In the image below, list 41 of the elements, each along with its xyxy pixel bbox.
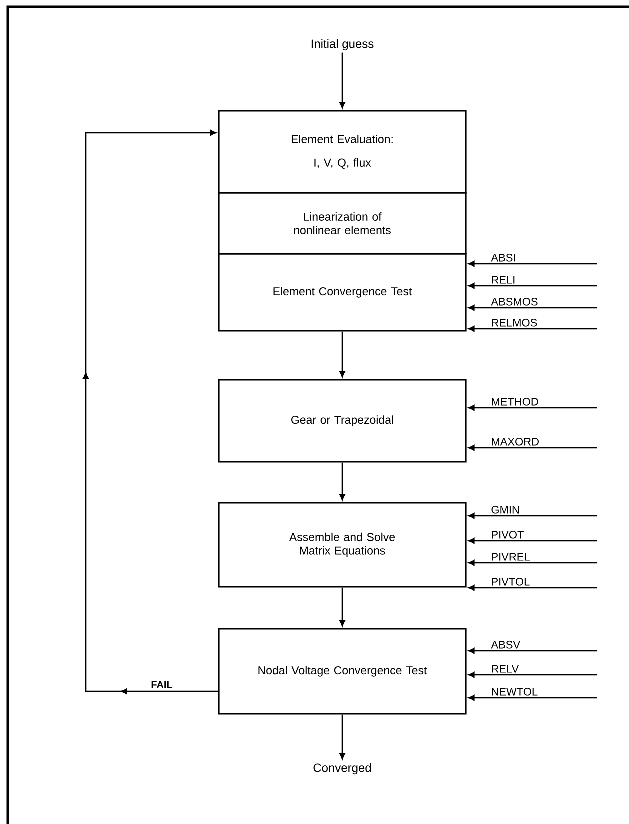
arrow — [340, 52, 346, 109]
edge-label: METHOD — [492, 398, 538, 406]
arrow — [468, 695, 597, 701]
edge-label: RELMOS — [492, 319, 538, 327]
edge-label: GMIN — [492, 506, 520, 514]
edge-label: PIVOT — [492, 531, 524, 539]
process-box: Linearization of nonlinear elements — [218, 192, 467, 255]
arrow — [468, 538, 597, 544]
arrow — [468, 283, 597, 289]
arrow — [468, 305, 597, 311]
process-box: Element Convergence Test — [218, 253, 467, 332]
arrow — [340, 462, 346, 501]
arrow — [83, 130, 218, 694]
edge-label: ABSMOS — [491, 298, 538, 306]
arrow — [340, 332, 346, 378]
edge-label: ABSI — [491, 254, 516, 262]
edge-label: RELI — [492, 276, 515, 284]
edge-label: NEWTOL — [492, 688, 538, 696]
arrow — [340, 588, 346, 627]
process-box: Gear or Trapezoidal — [218, 379, 467, 463]
edge-label: PIVREL — [492, 553, 530, 561]
edge-label: PIVTOL — [492, 578, 530, 586]
process-box: Nodal Voltage Convergence Test — [218, 628, 467, 715]
flow-text: Converged — [314, 763, 372, 775]
process-box: Assemble and Solve Matrix Equations — [218, 502, 467, 588]
arrow — [468, 648, 597, 654]
arrow — [340, 714, 346, 760]
edge-label: MAXORD — [492, 438, 539, 446]
process-box: Element Evaluation: I, V, Q, flux — [218, 110, 467, 194]
arrow — [468, 513, 597, 519]
arrow — [468, 560, 597, 566]
arrow — [468, 445, 597, 451]
edge-label: ABSV — [491, 641, 520, 649]
arrow — [468, 585, 597, 591]
arrow — [468, 405, 597, 411]
edge-label: FAIL — [152, 681, 173, 688]
arrow — [468, 261, 597, 267]
flow-text: Initial guess — [312, 39, 374, 51]
edge-label: RELV — [492, 665, 520, 673]
arrow — [468, 672, 597, 678]
arrow — [468, 326, 597, 332]
